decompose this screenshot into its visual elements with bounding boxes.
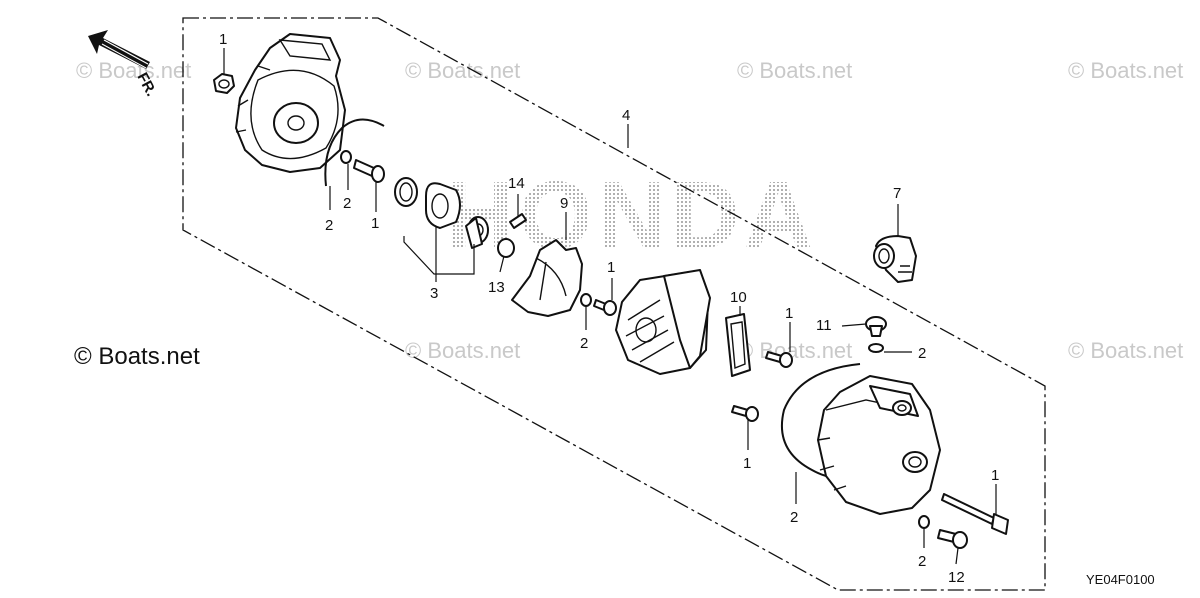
- callout-number: 1: [785, 305, 793, 322]
- callout-number: 12: [948, 569, 965, 586]
- callout-number: 2: [580, 335, 588, 352]
- assembly-boundary: [182, 17, 1046, 591]
- callout-number: 9: [560, 195, 568, 212]
- impeller-plate-part: [511, 239, 583, 317]
- bolt-part: [353, 159, 385, 183]
- mechanical-seal-part: [425, 182, 489, 249]
- callout-number: 2: [918, 553, 926, 570]
- callout-number: 11: [816, 317, 832, 334]
- callout-number: 2: [325, 217, 333, 234]
- pump-cover-part: [817, 375, 941, 515]
- elbow-part: [873, 235, 917, 283]
- callout-number: 4: [622, 107, 630, 124]
- callout-number: 2: [790, 509, 798, 526]
- callout-number: 7: [893, 185, 901, 202]
- screw-part: [593, 299, 617, 316]
- gasket-part: [725, 313, 751, 377]
- bolt-part: [941, 493, 1009, 535]
- callout-number: 1: [743, 455, 751, 472]
- screw-part: [731, 405, 759, 422]
- washer-part: [918, 515, 930, 529]
- washer-part: [580, 293, 592, 307]
- callout-number: 3: [430, 285, 438, 302]
- callout-number: 2: [918, 345, 926, 362]
- washer-part: [340, 150, 352, 164]
- nut-part: [213, 73, 235, 94]
- callout-number: 13: [488, 279, 505, 296]
- o-ring-part: [324, 118, 385, 187]
- front-arrow-icon: [88, 30, 150, 69]
- washer-part: [868, 343, 884, 353]
- callout-number: 1: [371, 215, 379, 232]
- watermark-text: © Boats.net: [1068, 338, 1183, 363]
- watermark-text: © Boats.net: [737, 338, 852, 363]
- callout-number: 2: [343, 195, 351, 212]
- plug-part: [865, 316, 887, 337]
- copyright-label: © Boats.net: [74, 343, 200, 370]
- pump-housing-part: [235, 33, 346, 173]
- callout-number: 1: [607, 259, 615, 276]
- watermark-text: © Boats.net: [737, 58, 852, 83]
- watermark-text: © Boats.net: [405, 338, 520, 363]
- callout-number: 14: [508, 175, 525, 192]
- drain-plug-part: [937, 529, 968, 549]
- callout-number: 1: [991, 467, 999, 484]
- diagram-code: YE04F0100: [1086, 572, 1155, 587]
- callout-number: 1: [219, 31, 227, 48]
- impeller-part: [615, 269, 711, 375]
- watermark-text: © Boats.net: [405, 58, 520, 83]
- washer-part: [497, 238, 515, 258]
- screw-part: [765, 351, 793, 368]
- callout-number: 10: [730, 289, 747, 306]
- seal-ring-part: [394, 177, 418, 207]
- pin-part: [509, 213, 527, 229]
- watermark-text: © Boats.net: [1068, 58, 1183, 83]
